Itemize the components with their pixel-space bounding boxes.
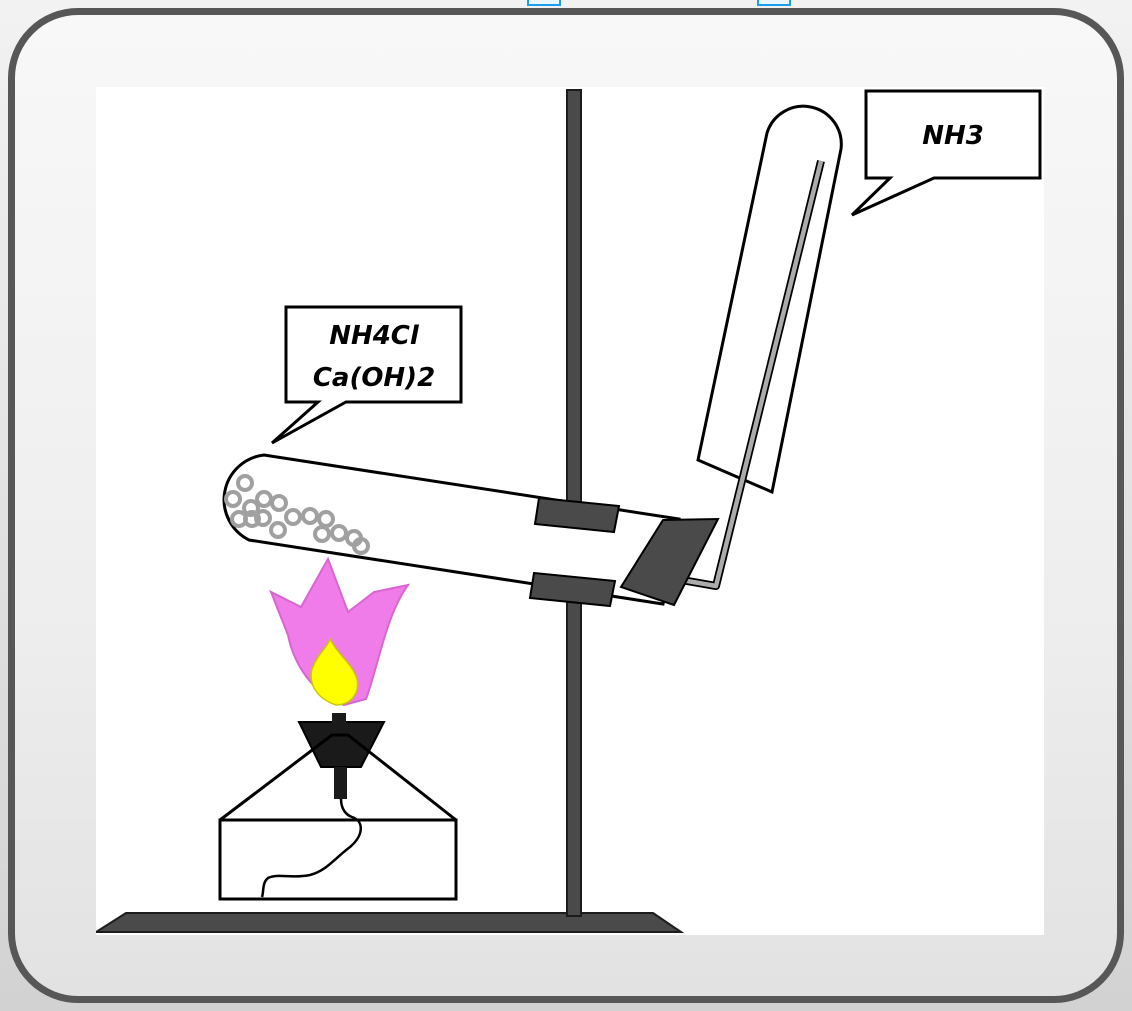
lamp-wick [260,798,362,898]
collecting-test-tube [696,104,843,495]
flame-outer [269,556,411,707]
rubber-stopper [619,517,720,607]
label-nh3: NH3 [922,121,984,151]
lamp-wick-neck [332,713,346,723]
stand-base [92,912,685,933]
clamp-jaw-upper [533,496,621,534]
callout-nh3 [850,89,1042,217]
callout-reactants [271,305,463,445]
flame-inner [310,636,359,706]
lamp-body [218,818,458,901]
clamp-jaw-lower [528,571,617,608]
label-caoh2: Ca(OH)2 [313,363,435,393]
delivery-tube-bore [675,160,824,589]
apparatus-diagram: NH3 NH4Cl Ca(OH)2 [92,89,1042,933]
diagram-canvas: NH3 NH4Cl Ca(OH)2 [92,87,1044,935]
reaction-test-tube [222,453,681,606]
top-marker-right [757,0,791,6]
reactant-particles [224,474,370,555]
lamp-wick-cap [297,721,386,768]
top-marker-left [527,0,561,6]
lamp-wick-stem [334,767,347,799]
label-nh4cl: NH4Cl [329,321,420,351]
